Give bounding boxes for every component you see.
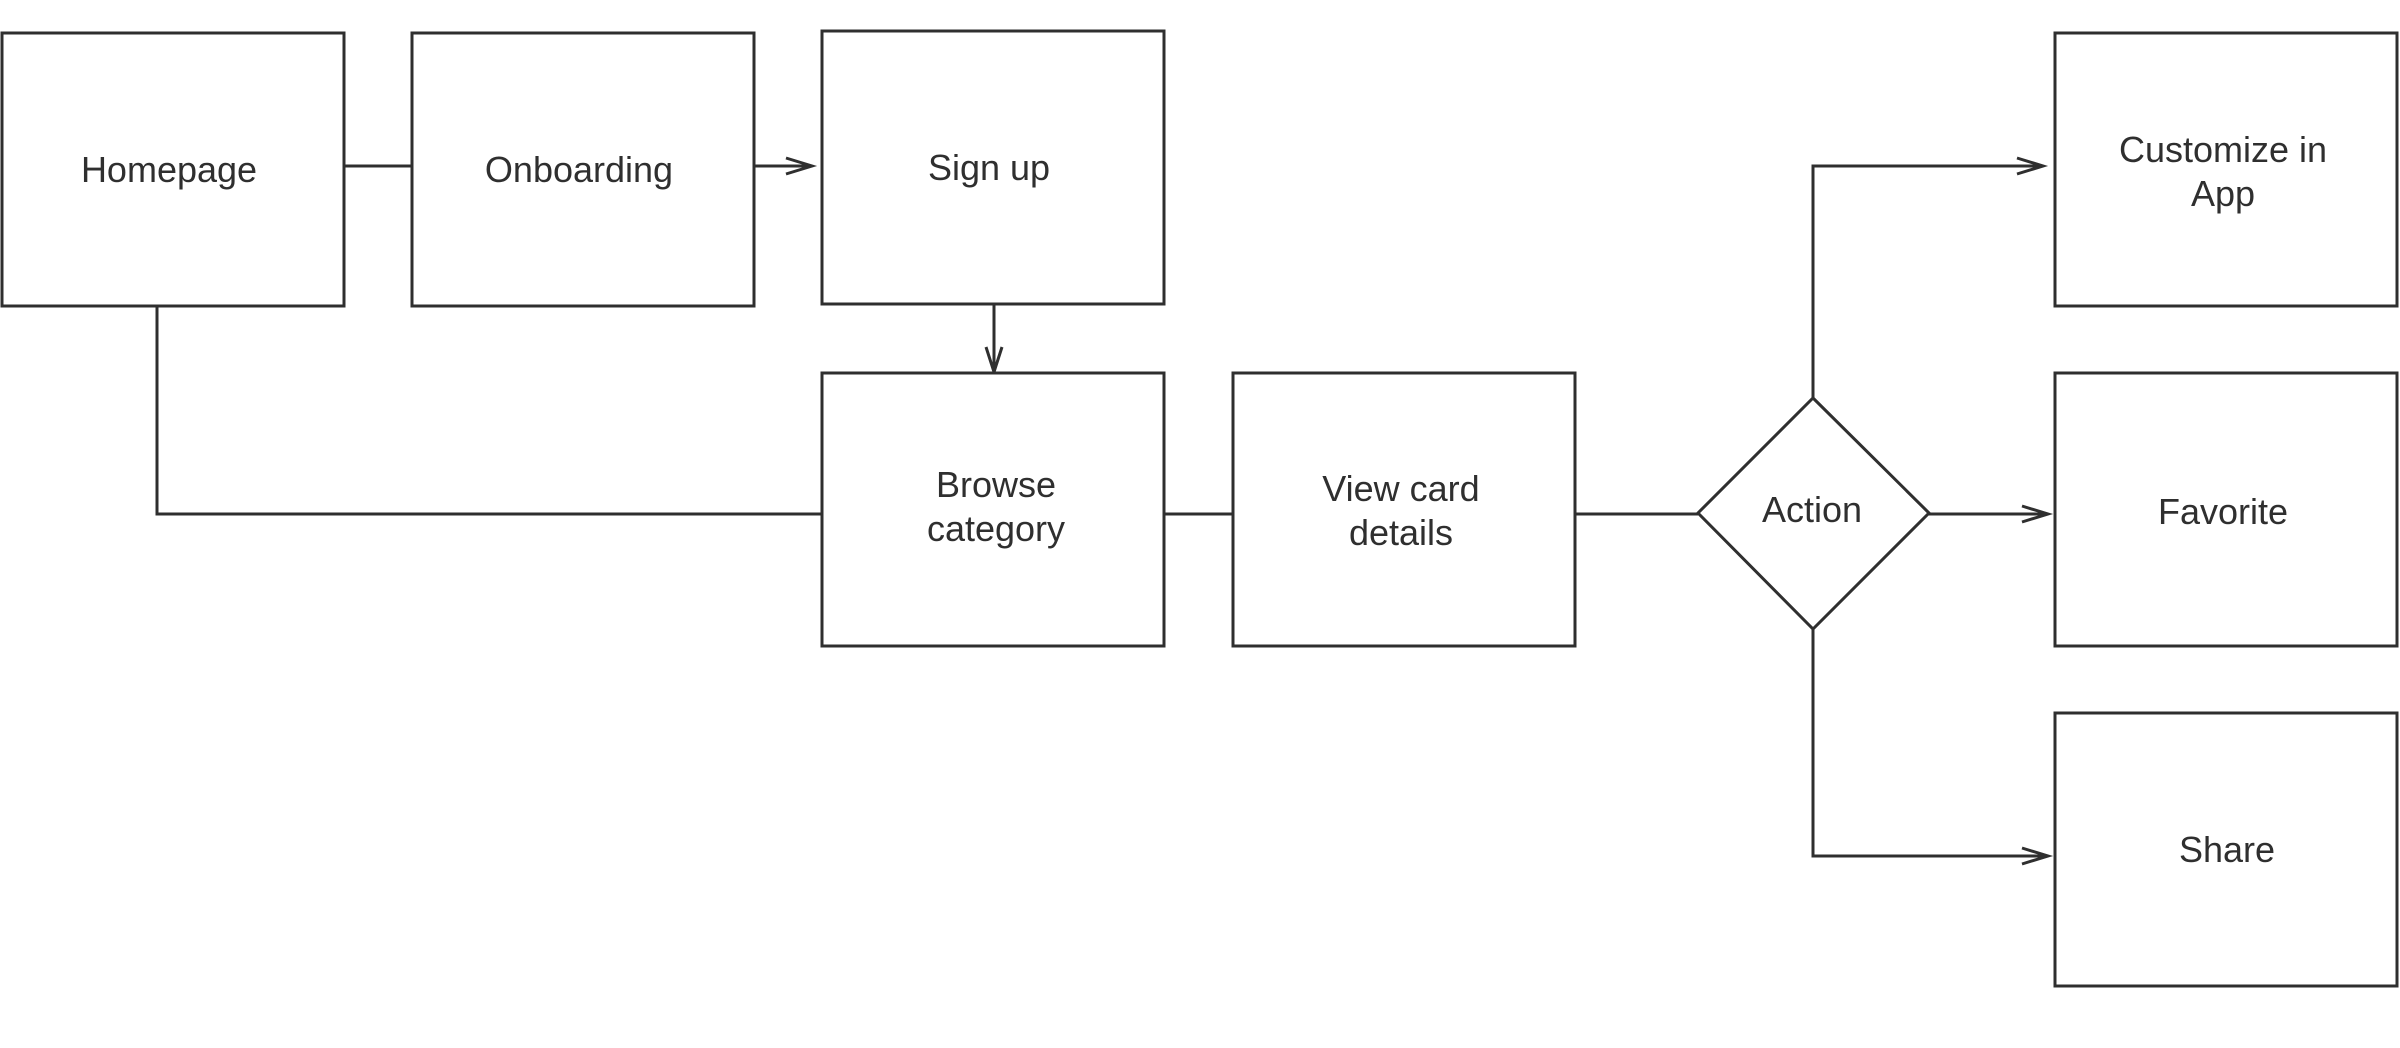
node-action-diamond <box>1695 395 1932 632</box>
node-action: Action <box>1695 395 1932 632</box>
node-share: Share <box>2053 711 2399 988</box>
node-homepage-label-line: Homepage <box>81 149 257 190</box>
arrowhead-share <box>2021 846 2054 866</box>
node-customize-in-app-label: Customize in <box>2119 129 2327 170</box>
node-favorite: Favorite <box>2053 371 2399 648</box>
node-sign-up-label-line: Sign up <box>928 147 1050 188</box>
edge-action-share <box>1811 629 2048 858</box>
node-sign-up-label: Sign up <box>928 147 1050 188</box>
arrowhead-favorite <box>2021 504 2054 524</box>
arrowhead-customize <box>2016 156 2049 176</box>
node-onboarding-label-line: Onboarding <box>485 149 673 190</box>
node-share-label-line: Share <box>2179 829 2275 870</box>
node-view-card-details-box <box>1231 371 1577 648</box>
node-view-card-details-label-line1: View card <box>1322 468 1479 509</box>
edge-action-customize <box>1811 164 2043 398</box>
node-browse-category-label-line2: category <box>927 508 1065 549</box>
node-view-card-details-label-line2: details <box>1349 512 1453 553</box>
node-customize-in-app: Customize in App <box>2053 31 2399 308</box>
node-favorite-label: Favorite <box>2158 491 2288 532</box>
node-share-label: Share <box>2179 829 2275 870</box>
node-sign-up-box <box>820 29 1166 306</box>
node-view-card-details-label: View card <box>1322 468 1479 509</box>
node-customize-in-app-box <box>2053 31 2399 308</box>
node-customize-in-app-label-2: App <box>2191 173 2255 214</box>
node-onboarding: Onboarding <box>410 31 756 308</box>
node-customize-in-app-label-line2: App <box>2191 173 2255 214</box>
node-homepage: Homepage <box>0 31 346 308</box>
edge-homepage-browse-category <box>155 306 822 516</box>
node-browse-category-box <box>820 371 1166 648</box>
node-homepage-label: Homepage <box>81 149 257 190</box>
node-sign-up: Sign up <box>820 29 1166 306</box>
node-browse-category-label: Browse <box>936 464 1056 505</box>
arrowhead-sign-up <box>785 156 818 176</box>
node-customize-in-app-label-line1: Customize in <box>2119 129 2327 170</box>
node-browse-category-label-line1: Browse <box>936 464 1056 505</box>
node-favorite-label-line: Favorite <box>2158 491 2288 532</box>
node-action-label: Action <box>1762 489 1862 530</box>
node-onboarding-box <box>410 31 756 308</box>
node-share-box <box>2053 711 2399 988</box>
node-browse-category: Browse category <box>820 371 1166 648</box>
node-view-card-details-label-2: details <box>1349 512 1453 553</box>
node-action-label-line: Action <box>1762 489 1862 530</box>
node-favorite-box <box>2053 371 2399 648</box>
edges <box>155 156 2054 866</box>
node-view-card-details: View card details <box>1231 371 1577 648</box>
node-homepage-box <box>0 31 346 308</box>
node-onboarding-label: Onboarding <box>485 149 673 190</box>
node-browse-category-label-2: category <box>927 508 1065 549</box>
